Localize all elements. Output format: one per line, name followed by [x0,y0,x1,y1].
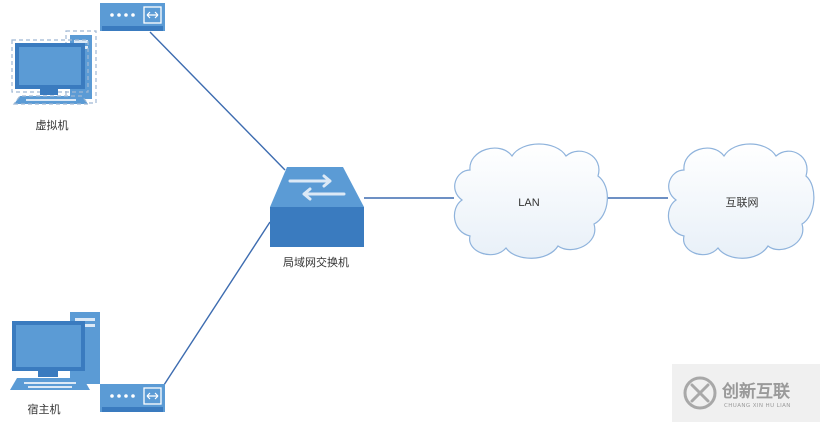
watermark-logo-icon [683,376,717,410]
internet-cloud-node[interactable]: 互联网 [667,143,815,259]
watermark-name-cn: 创新互联 [721,381,790,402]
virtual-machine-icon [11,30,97,105]
connections [149,31,668,389]
link-vm-nic-to-switch [149,31,286,171]
watermark-name-en: CHUANG XIN HU LIAN [724,403,791,409]
lan-cloud-node[interactable]: LAN [453,143,608,259]
watermark: 创新互联 CHUANG XIN HU LIAN [672,364,820,422]
lan-cloud-icon [453,143,608,259]
host-machine-label: 宿主机 [28,402,61,416]
link-host-nic-to-switch [161,221,271,389]
internet-cloud-icon [667,143,815,259]
switch-node[interactable]: 局域网交换机 [270,167,364,269]
internet-cloud-label: 互联网 [726,196,759,209]
switch-label: 局域网交换机 [283,255,349,269]
virtual-machine-label: 虚拟机 [36,118,69,132]
vm-network-card-icon [100,3,165,31]
virtual-machine-node[interactable]: 虚拟机 [11,30,97,132]
host-machine-icon [10,312,100,390]
host-network-card-icon [100,384,165,412]
host-machine-node[interactable]: 宿主机 [10,312,100,416]
switch-icon [270,167,364,247]
lan-cloud-label: LAN [518,197,539,209]
